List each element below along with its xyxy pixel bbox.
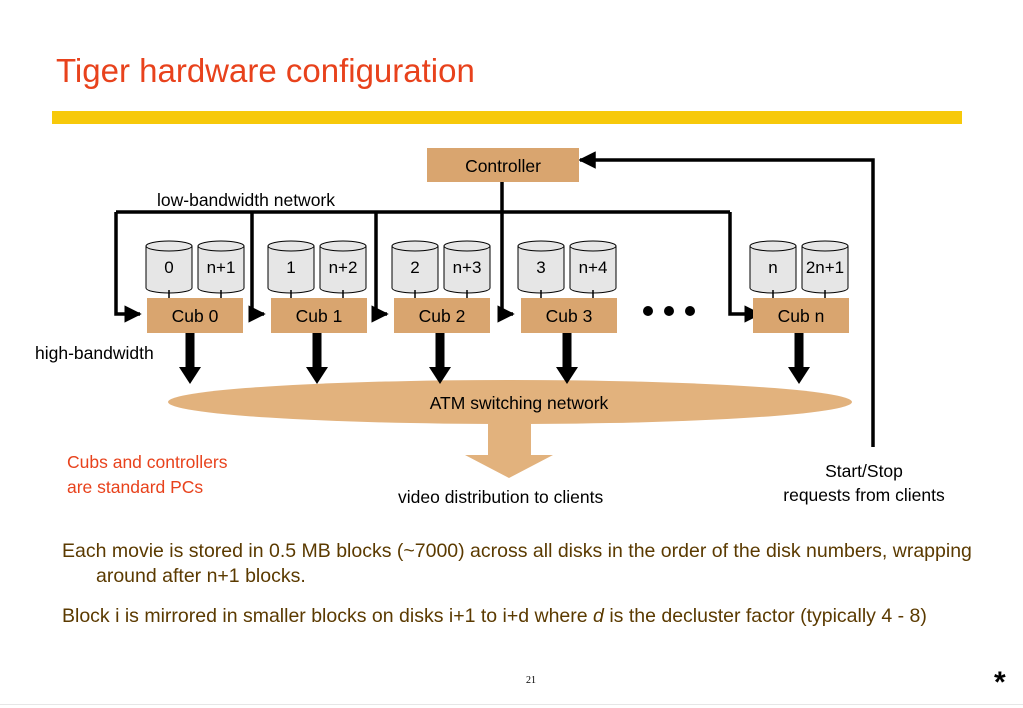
ellipsis-dots	[643, 306, 695, 316]
high-bandwidth-arrow	[306, 333, 328, 384]
bullet-2: Block i is mirrored in smaller blocks on…	[62, 604, 1001, 629]
cub-label: Cub 3	[546, 306, 593, 326]
start-stop-line1: Start/Stop	[825, 461, 903, 481]
start-stop-label: Start/Stop requests from clients	[769, 459, 959, 507]
low-bandwidth-label: low-bandwidth network	[157, 190, 335, 210]
high-bandwidth-arrow	[429, 333, 451, 384]
atm-label: ATM switching network	[430, 393, 609, 413]
disk-cylinder: 2	[391, 240, 439, 294]
cub-box	[394, 298, 490, 333]
cub-label: Cub n	[778, 306, 825, 326]
disk-cylinder: 0	[145, 240, 193, 294]
disk-label: 2n+1	[806, 258, 844, 277]
controller-box	[427, 148, 579, 182]
disk-label: n	[768, 258, 777, 277]
controller-label: Controller	[465, 156, 541, 176]
cub-box	[753, 298, 849, 333]
cubs-note-line2: are standard PCs	[67, 477, 204, 497]
disk-label: 3	[536, 258, 545, 277]
video-distribution-arrow	[465, 424, 553, 478]
title-underline-bar	[52, 111, 962, 124]
disk-label: 1	[286, 258, 295, 277]
high-bandwidth-arrow	[556, 333, 578, 384]
disk-cylinder: 2n+1	[801, 240, 849, 294]
disk-cylinder: n+4	[569, 240, 617, 294]
low-bandwidth-network-lines	[114, 151, 875, 447]
cub-box	[147, 298, 243, 333]
cub-box	[271, 298, 367, 333]
disk-label: n+4	[579, 258, 608, 277]
bullet-2-text-a: Block i is mirrored in smaller blocks on…	[62, 605, 594, 627]
page-number: 21	[526, 675, 536, 686]
video-distribution-label: video distribution to clients	[398, 487, 604, 507]
disk-label: n+3	[453, 258, 482, 277]
footer-line	[0, 704, 1023, 705]
high-bandwidth-label: high-bandwidth	[35, 343, 154, 363]
disk-label: n+1	[207, 258, 236, 277]
start-stop-line2: requests from clients	[783, 485, 945, 505]
disk-label: n+2	[329, 258, 358, 277]
high-bandwidth-arrow	[179, 333, 201, 384]
cub-label: Cub 2	[419, 306, 466, 326]
high-bandwidth-arrow	[788, 333, 810, 384]
cubs-note: Cubs and controllers are standard PCs	[67, 450, 228, 500]
corner-asterisk: *	[994, 666, 1006, 699]
cub-label: Cub 1	[296, 306, 343, 326]
disk-cylinder: n	[749, 240, 797, 294]
slide-title: Tiger hardware configuration	[56, 52, 475, 89]
disk-cylinder: 3	[517, 240, 565, 294]
disk-cylinder: n+1	[197, 240, 245, 294]
disk-label: 2	[410, 258, 419, 277]
cubs-note-line1: Cubs and controllers	[67, 452, 228, 472]
bullet-1: Each movie is stored in 0.5 MB blocks (~…	[62, 540, 972, 587]
disk-cylinder: n+2	[319, 240, 367, 294]
disk-cylinder: n+3	[443, 240, 491, 294]
disk-cylinder: 1	[267, 240, 315, 294]
bullet-2-italic: d	[593, 605, 604, 627]
atm-switching-network	[168, 380, 852, 424]
cub-label: Cub 0	[172, 306, 219, 326]
cub-box	[521, 298, 617, 333]
bullet-2-text-b: is the decluster factor (typically 4 - 8…	[603, 605, 927, 627]
disk-label: 0	[164, 258, 173, 277]
